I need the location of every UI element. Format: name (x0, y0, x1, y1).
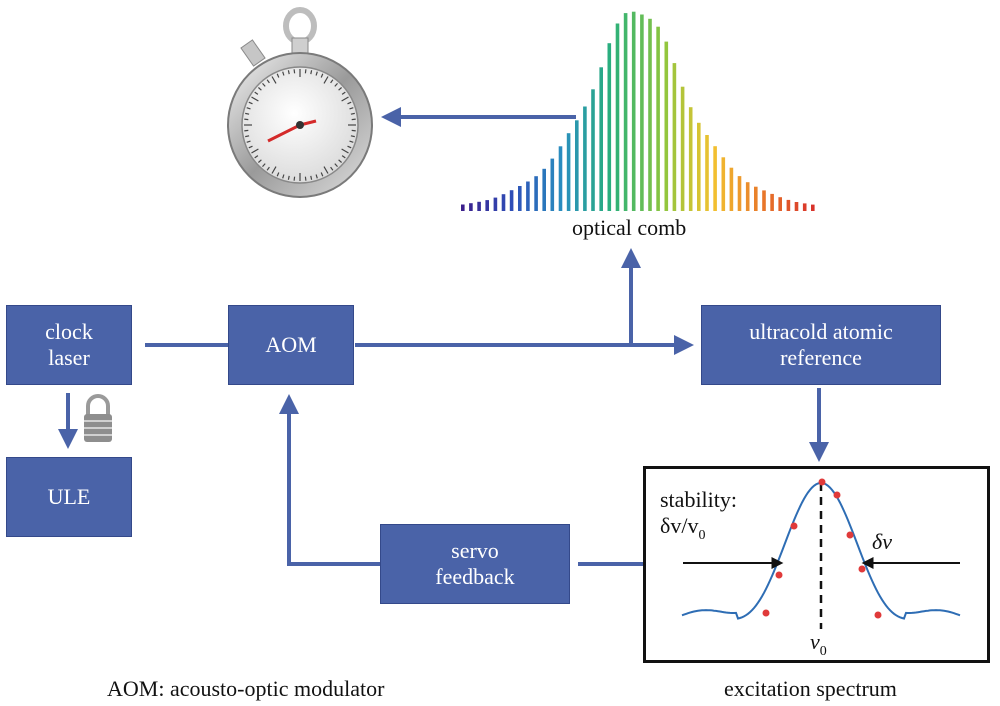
comb-tooth (631, 11, 636, 212)
spectrum-plot (681, 478, 961, 629)
padlock-icon (84, 394, 112, 442)
comb-tooth (485, 200, 489, 211)
comb-tooth (566, 133, 571, 211)
comb-tooth (648, 18, 652, 211)
spectrum-data-point (818, 478, 826, 486)
comb-tooth (664, 41, 669, 211)
spectrum-data-point (833, 491, 841, 499)
comb-tooth (640, 14, 644, 211)
comb-tooth (534, 176, 538, 211)
comb-tooth (550, 158, 555, 211)
ultracold-atomic-reference-box: ultracold atomic reference (701, 305, 941, 385)
spectrum-data-point (790, 522, 798, 530)
spectrum-data-point (858, 565, 866, 573)
comb-tooth (802, 203, 807, 211)
comb-tooth (615, 23, 620, 211)
stopwatch-icon (227, 7, 373, 198)
comb-tooth (688, 107, 693, 211)
ule-box: ULE (6, 457, 132, 537)
comb-tooth (770, 193, 774, 211)
comb-tooth (591, 89, 595, 211)
comb-tooth (705, 135, 709, 211)
spectrum-data-point (775, 571, 783, 579)
excitation-spectrum-label: excitation spectrum (724, 676, 897, 701)
servo-feedback-box: servo feedback (380, 524, 570, 604)
comb-tooth (518, 186, 522, 211)
excitation-spectrum-panel: stability: δv/v0 δv v0 (643, 466, 990, 663)
comb-tooth (794, 202, 799, 211)
comb-tooth (811, 204, 815, 211)
servo-to-aom-arrow (279, 394, 380, 566)
comb-tooth (461, 204, 465, 211)
center-frequency-label: v0 (810, 629, 827, 665)
linewidth-label: δv (872, 529, 892, 554)
comb-tooth (501, 194, 506, 211)
comb-tooth (469, 203, 473, 211)
aom-legend: AOM: acousto-optic modulator (107, 676, 385, 701)
stability-ratio-sub: 0 (698, 528, 706, 543)
comb-tooth (575, 120, 579, 211)
spectrum-data-point (874, 611, 882, 619)
comb-tooth (526, 181, 530, 211)
stability-ratio: δv/v0 (660, 513, 705, 549)
optical-comb-label: optical comb (572, 215, 687, 240)
comb-tooth (607, 43, 612, 212)
optical-comb-spectrum (461, 11, 815, 212)
spectrum-data-point (846, 531, 854, 539)
stability-label: stability: (660, 487, 737, 512)
comb-tooth (599, 67, 603, 211)
comb-tooth (656, 26, 660, 212)
comb-tooth (745, 182, 750, 211)
spectrum-data-point (762, 609, 770, 617)
comb-tooth (672, 63, 677, 211)
comb-tooth (542, 168, 546, 211)
comb-tooth (509, 190, 514, 211)
clock-laser-box: clock laser (6, 305, 132, 385)
comb-tooth (623, 13, 628, 211)
comb-tooth (493, 197, 498, 211)
center-frequency-sub: 0 (819, 644, 827, 659)
comb-tooth (754, 186, 758, 211)
comb-tooth (737, 176, 742, 211)
comb-tooth (477, 201, 481, 211)
comb-tooth (680, 86, 685, 211)
connectors (58, 107, 829, 566)
aom-box: AOM (228, 305, 354, 385)
center-frequency-main: v (810, 629, 820, 654)
comb-tooth (558, 146, 563, 211)
comb-tooth (778, 197, 782, 211)
spectrum-data-points (762, 478, 882, 619)
stability-ratio-main: δv/v (660, 513, 699, 538)
comb-tooth (729, 167, 734, 211)
comb-tooth (721, 157, 726, 211)
comb-tooth (762, 190, 766, 211)
comb-tooth (583, 106, 587, 211)
comb-tooth (786, 199, 791, 211)
comb-tooth (713, 146, 717, 211)
comb-tooth (697, 122, 701, 211)
